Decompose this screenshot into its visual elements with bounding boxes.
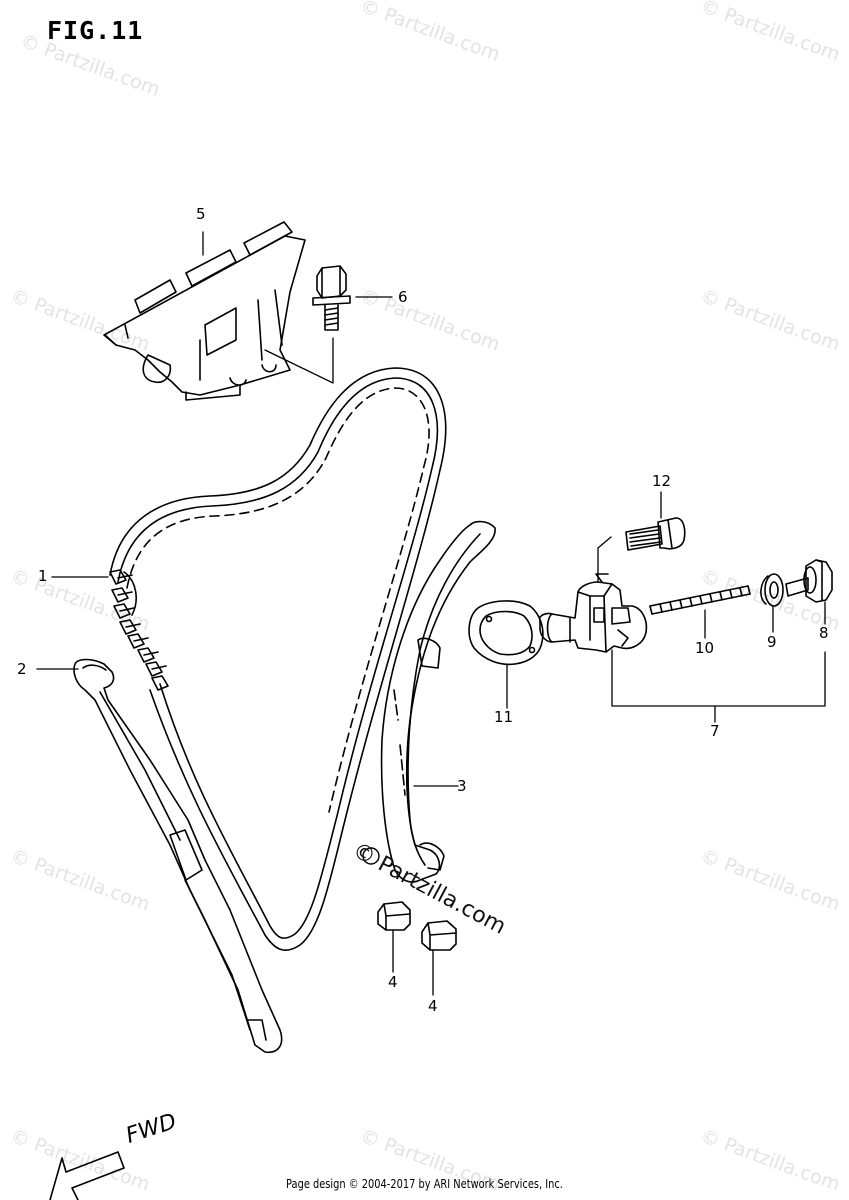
copyright-icon: [362, 847, 380, 865]
callout-9: 9: [767, 633, 777, 651]
callout-2: 2: [17, 660, 27, 678]
callout-7: 7: [710, 722, 720, 740]
bolt-part[interactable]: [312, 265, 351, 331]
callout-5: 5: [196, 205, 206, 223]
tensioner-bolt-part[interactable]: [625, 517, 686, 551]
leader-lines: [36, 231, 826, 996]
page-footer: Page design © 2004-2017 by ARI Network S…: [286, 1177, 563, 1191]
gasket-part[interactable]: [468, 600, 544, 666]
cushion-part-a[interactable]: [377, 901, 411, 931]
washer-part[interactable]: [760, 573, 784, 607]
callout-10: 10: [695, 639, 715, 657]
callout-8: 8: [819, 624, 829, 642]
callout-4: 4: [428, 997, 438, 1015]
callout-4: 4: [388, 973, 398, 991]
chain-guide-top-part[interactable]: [103, 221, 306, 401]
chain-guide-rear-part[interactable]: [380, 520, 496, 883]
callout-3: 3: [457, 777, 467, 795]
figure-title: FIG.11: [47, 16, 144, 45]
chain-guide-front-part[interactable]: [73, 658, 283, 1054]
cushion-part-b[interactable]: [421, 920, 457, 951]
fwd-arrow-icon: [49, 1151, 125, 1200]
callout-12: 12: [652, 472, 672, 490]
callout-11: 11: [494, 708, 514, 726]
cap-bolt-part[interactable]: [785, 559, 833, 603]
callout-6: 6: [398, 288, 408, 306]
tensioner-assembly-part[interactable]: [538, 573, 648, 653]
cam-chain-part[interactable]: [109, 367, 447, 951]
spring-part[interactable]: [649, 585, 751, 615]
callout-1: 1: [38, 567, 48, 585]
